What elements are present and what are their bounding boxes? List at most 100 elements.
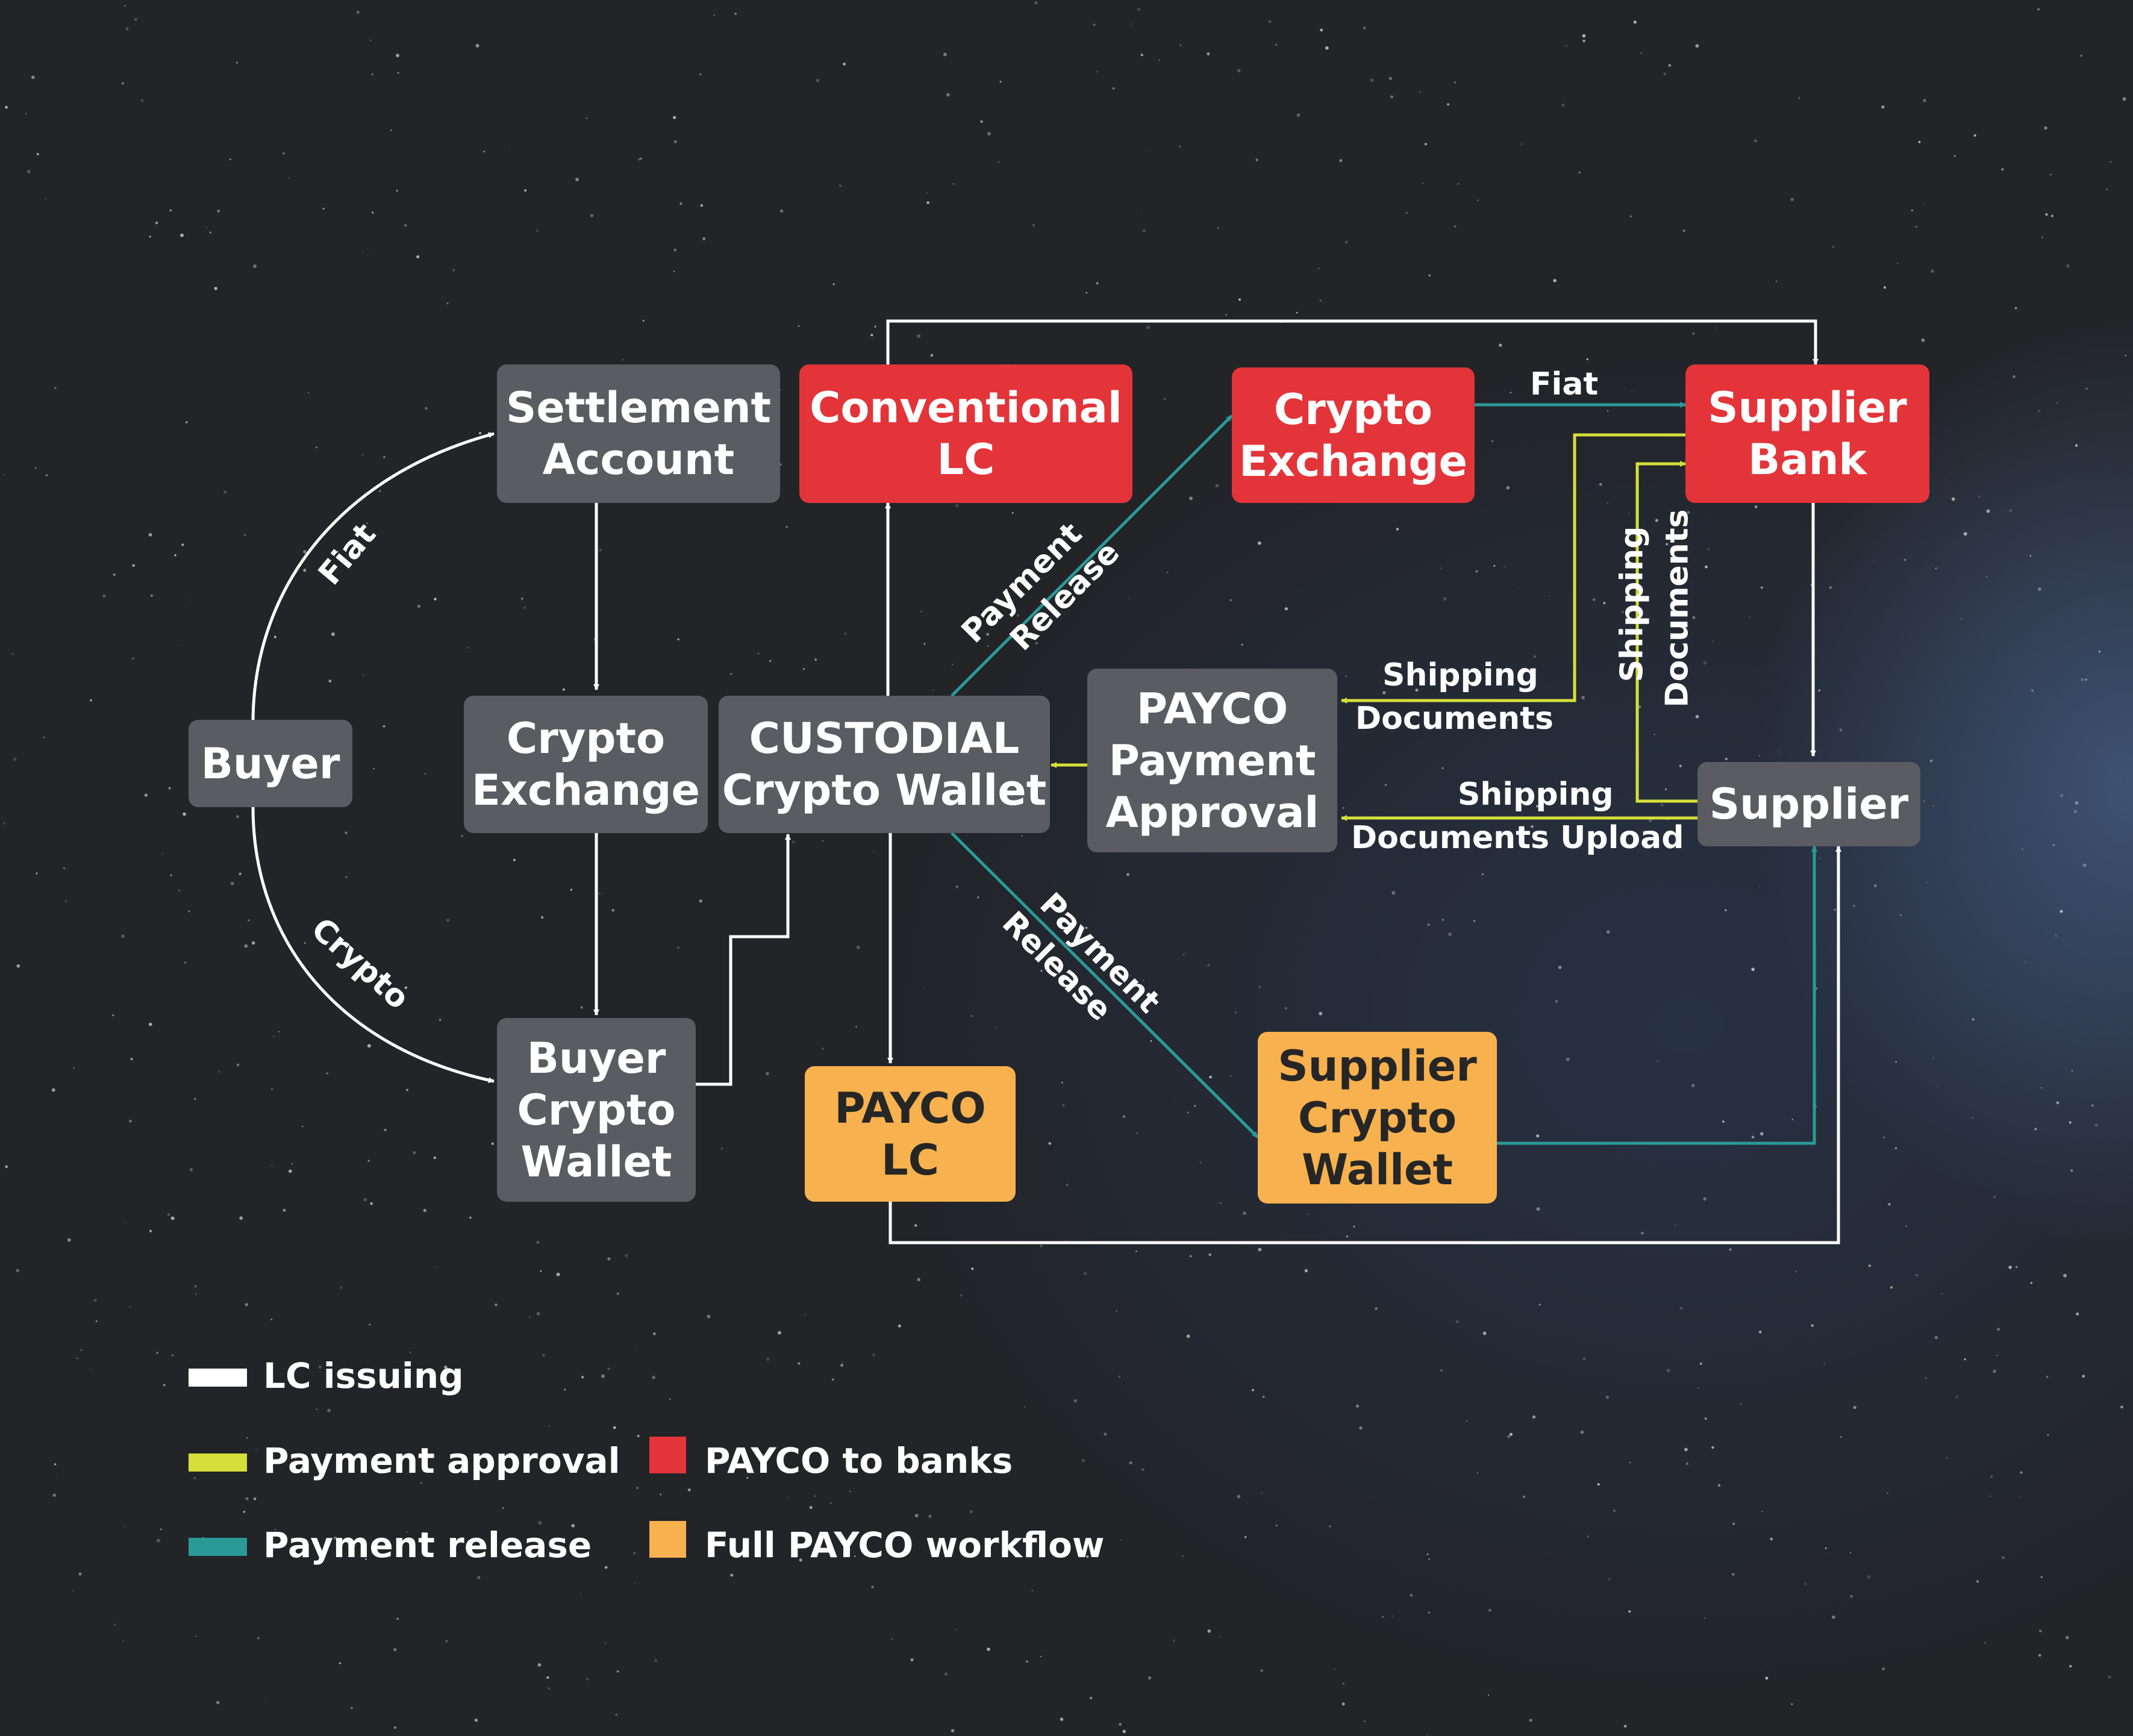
- star-dot: [1929, 759, 1933, 763]
- star-dot: [1692, 332, 1695, 335]
- star-dot: [1915, 225, 1917, 228]
- star-dot: [917, 334, 921, 338]
- star-dot: [11, 653, 14, 655]
- star-dot: [1432, 846, 1435, 849]
- star-dot: [1805, 1583, 1807, 1585]
- star-dot: [1333, 1668, 1335, 1670]
- supplier-crypto-exchange-node: Crypto Exchange: [1232, 367, 1475, 503]
- star-dot: [273, 635, 276, 639]
- star-dot: [1760, 1132, 1764, 1135]
- star-dot: [638, 158, 640, 161]
- star-dot: [634, 1582, 636, 1584]
- star-dot: [1507, 1435, 1510, 1438]
- star-dot: [1561, 103, 1565, 107]
- star-dot: [1775, 280, 1778, 283]
- star-dot: [1491, 440, 1494, 443]
- star-dot: [766, 1072, 769, 1076]
- star-dot: [1679, 1307, 1683, 1310]
- star-dot: [2031, 689, 2034, 692]
- star-dot: [1663, 72, 1666, 75]
- star-dot: [855, 1026, 857, 1028]
- star-dot: [129, 1306, 131, 1308]
- star-dot: [1953, 155, 1956, 157]
- star-dot: [699, 73, 702, 76]
- star-dot: [1482, 1331, 1487, 1335]
- star-dot: [2038, 1653, 2041, 1657]
- star-dot: [1832, 245, 1835, 248]
- star-dot: [303, 569, 307, 572]
- star-dot: [1712, 640, 1714, 642]
- star-dot: [36, 872, 38, 875]
- label-shipping-documents-upload: Shipping Documents Upload: [1351, 773, 1684, 860]
- star-dot: [51, 1088, 55, 1092]
- star-dot: [383, 456, 386, 458]
- star-dot: [2002, 1556, 2005, 1560]
- star-dot: [842, 1361, 843, 1363]
- star-dot: [1923, 99, 1926, 102]
- star-dot: [1695, 44, 1699, 48]
- star-dot: [1931, 269, 1934, 273]
- star-dot: [702, 237, 706, 240]
- star-dot: [2069, 1665, 2072, 1668]
- star-dot: [2069, 1121, 2072, 1124]
- star-dot: [287, 177, 290, 179]
- star-dot: [536, 1312, 540, 1316]
- star-dot: [2108, 1675, 2111, 1679]
- star-dot: [282, 152, 286, 155]
- star-dot: [687, 1488, 691, 1492]
- star-dot: [446, 918, 450, 922]
- star-dot: [1443, 597, 1447, 601]
- star-dot: [1353, 1225, 1355, 1228]
- star-dot: [1890, 1286, 1893, 1289]
- star-dot: [246, 1437, 248, 1438]
- star-dot: [1268, 20, 1272, 23]
- star-dot: [542, 1354, 545, 1357]
- star-dot: [2056, 1101, 2060, 1105]
- star-dot: [461, 835, 463, 837]
- line-bank-to-approval-documents: [1341, 433, 1685, 704]
- star-dot: [1140, 210, 1141, 212]
- star-dot: [1766, 1665, 1768, 1667]
- star-dot: [575, 178, 579, 182]
- star-dot: [253, 942, 255, 944]
- star-dot: [301, 1125, 304, 1128]
- star-dot: [483, 151, 486, 153]
- star-dot: [1945, 1457, 1948, 1460]
- star-dot: [1629, 215, 1632, 218]
- legend-swatch-lc-issuing: [189, 1369, 247, 1387]
- star-dot: [495, 1303, 498, 1307]
- star-dot: [1275, 43, 1278, 46]
- star-dot: [140, 99, 144, 102]
- star-dot: [1035, 642, 1038, 645]
- star-dot: [1427, 923, 1430, 926]
- star-dot: [1440, 1369, 1443, 1372]
- star-dot: [1976, 1580, 1979, 1583]
- star-dot: [373, 767, 375, 770]
- star-dot: [1903, 558, 1907, 561]
- star-dot: [1320, 28, 1323, 32]
- star-dot: [134, 18, 137, 21]
- star-dot: [369, 40, 371, 41]
- star-dot: [423, 1208, 426, 1213]
- star-dot: [1984, 1641, 1986, 1644]
- star-dot: [1722, 1120, 1725, 1123]
- star-dot: [1433, 836, 1437, 840]
- star-dot: [205, 226, 207, 228]
- star-dot: [1043, 1543, 1045, 1546]
- star-dot: [1964, 1358, 1966, 1361]
- star-dot: [409, 1351, 411, 1354]
- star-dot: [122, 1640, 124, 1641]
- star-dot: [322, 207, 325, 210]
- star-dot: [1179, 44, 1182, 46]
- star-dot: [1131, 23, 1132, 25]
- star-dot: [1538, 1304, 1541, 1306]
- star-dot: [920, 611, 922, 612]
- star-dot: [637, 1434, 640, 1438]
- star-dot: [340, 1286, 343, 1289]
- star-dot: [2030, 1282, 2033, 1284]
- legend-payment-release: Payment release: [263, 1525, 592, 1566]
- star-dot: [734, 12, 737, 16]
- star-dot: [1631, 390, 1633, 392]
- star-dot: [787, 1497, 789, 1499]
- star-dot: [928, 1514, 932, 1518]
